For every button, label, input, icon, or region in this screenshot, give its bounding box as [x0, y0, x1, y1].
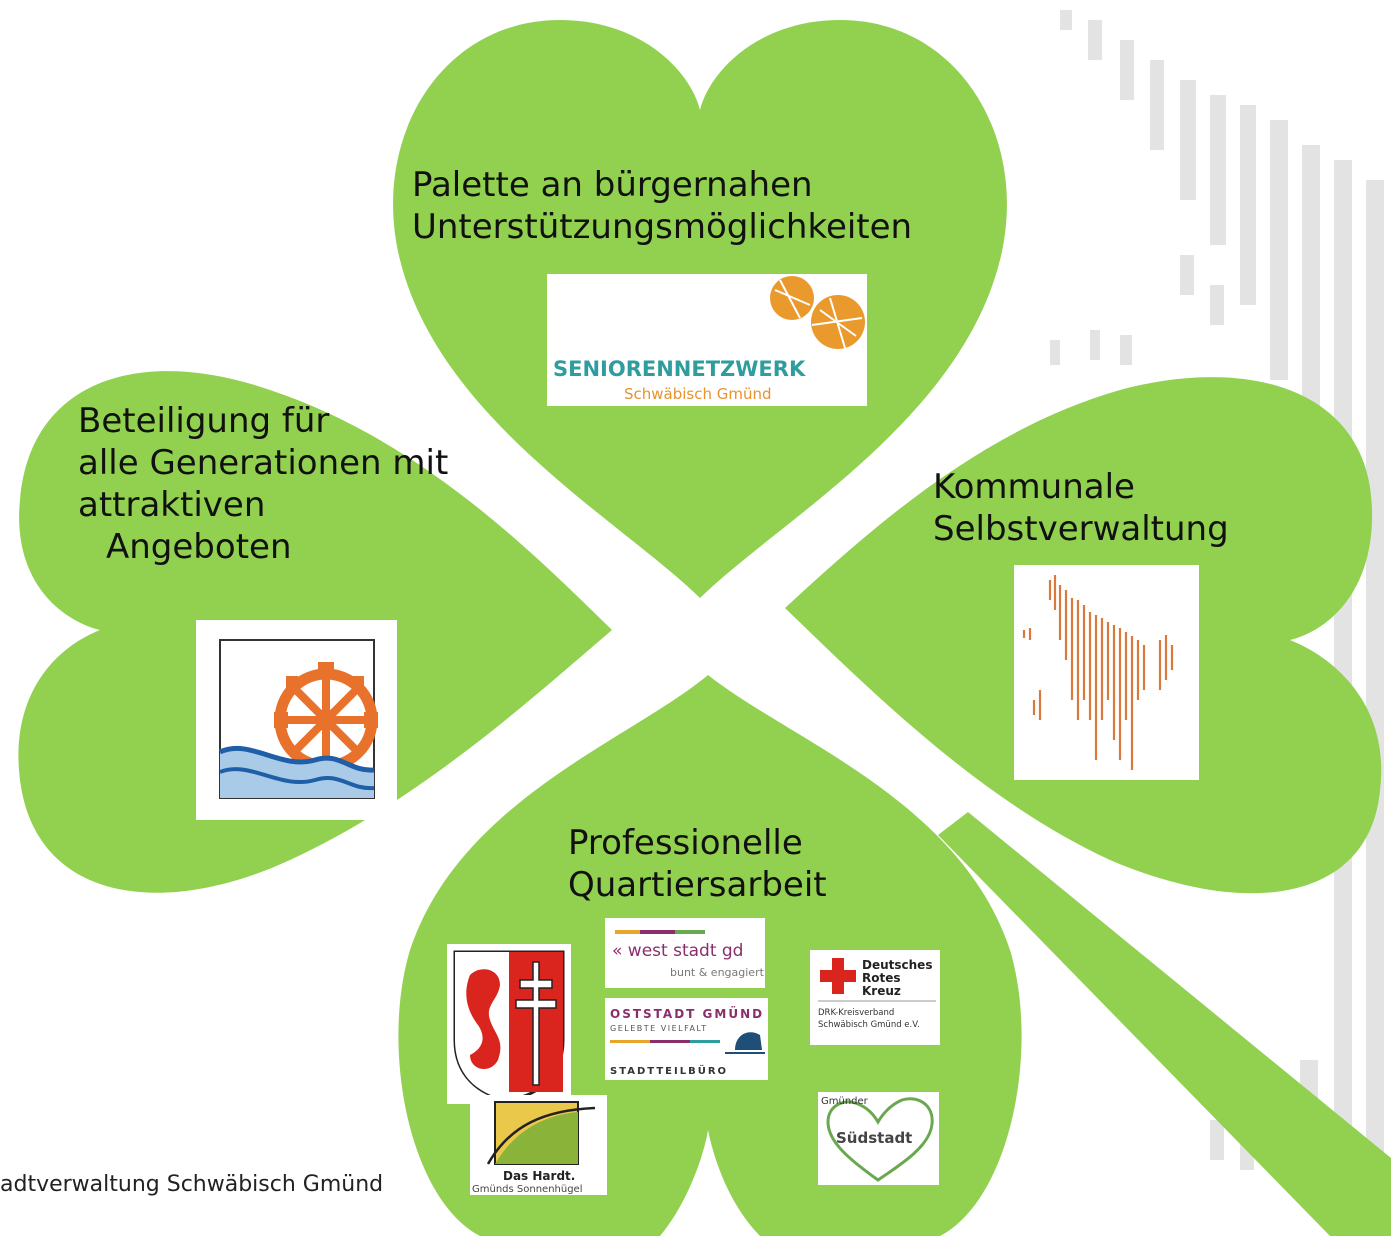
clover-stem [938, 812, 1391, 1236]
weststadt-name: « west stadt gd [612, 941, 743, 961]
drk-logo: Deutsches Rotes Kreuz DRK-Kreisverband S… [810, 950, 940, 1045]
seniorennetzwerk-name: SENIORENNETZWERK [553, 357, 806, 381]
oststadt-slogan: GELEBTE VIELFALT [610, 1024, 708, 1033]
weststadt-logo: « west stadt gd bunt & engagiert [605, 918, 765, 988]
suedstadt-prefix: Gmünder [821, 1096, 869, 1107]
leaf-left-line-1: Beteiligung für [78, 401, 330, 441]
drk-line3: Kreuz [862, 984, 901, 998]
unicorn-logo [1014, 565, 1199, 780]
oststadt-logo: OSTSTADT GMÜND GELEBTE VIELFALT STADTTEI… [605, 998, 768, 1080]
seniorennetzwerk-logo: SENIORENNETZWERK Schwäbisch Gmünd [547, 274, 867, 406]
oststadt-office: STADTTEILBÜRO [610, 1063, 728, 1077]
suedstadt-heart-logo: Gmünder Südstadt [818, 1092, 939, 1185]
leaf-bottom-line-1: Professionelle [568, 823, 803, 863]
weststadt-slogan: bunt & engagiert [670, 966, 765, 979]
footer-text: adtverwaltung Schwäbisch Gmünd [0, 1172, 384, 1197]
oststadt-name: OSTSTADT GMÜND [610, 1006, 764, 1021]
water-wheel-logo [196, 620, 397, 820]
drk-line4: DRK-Kreisverband [818, 1008, 894, 1018]
leaf-right-line-2: Selbstverwaltung [933, 509, 1229, 549]
drk-line5: Schwäbisch Gmünd e.V. [818, 1020, 920, 1030]
hardt-name: Das Hardt. [503, 1169, 575, 1183]
leaf-bottom-line-2: Quartiersarbeit [568, 865, 827, 905]
hardt-slogan: Gmünds Sonnenhügel [472, 1184, 583, 1195]
leaf-left-line-4: Angeboten [106, 527, 292, 567]
suedstadt-name: Südstadt [836, 1129, 912, 1147]
hardt-logo: Das Hardt. Gmünds Sonnenhügel [470, 1095, 607, 1195]
leaf-right-text: Kommunale Selbstverwaltung [933, 466, 1229, 550]
leaf-bottom-text: Professionelle Quartiersarbeit [568, 822, 827, 906]
background-stripes [1050, 10, 1384, 1180]
leaf-right-line-1: Kommunale [933, 467, 1135, 507]
leaf-top-text: Palette an bürgernahen Unterstützungsmög… [412, 164, 912, 248]
leaf-left-line-3: attraktiven [78, 485, 266, 525]
leaf-left-line-2: alle Generationen mit [78, 443, 449, 483]
leaf-top-line-2: Unterstützungsmöglichkeiten [412, 207, 913, 247]
leaf-top-line-1: Palette an bürgernahen [412, 165, 813, 205]
drk-line2: Rotes [862, 971, 901, 985]
seniorennetzwerk-city: Schwäbisch Gmünd [624, 385, 772, 403]
leaf-left-text: Beteiligung für alle Generationen mit at… [78, 400, 448, 568]
drk-line1: Deutsches [862, 958, 932, 972]
coat-of-arms-logo [447, 944, 571, 1104]
